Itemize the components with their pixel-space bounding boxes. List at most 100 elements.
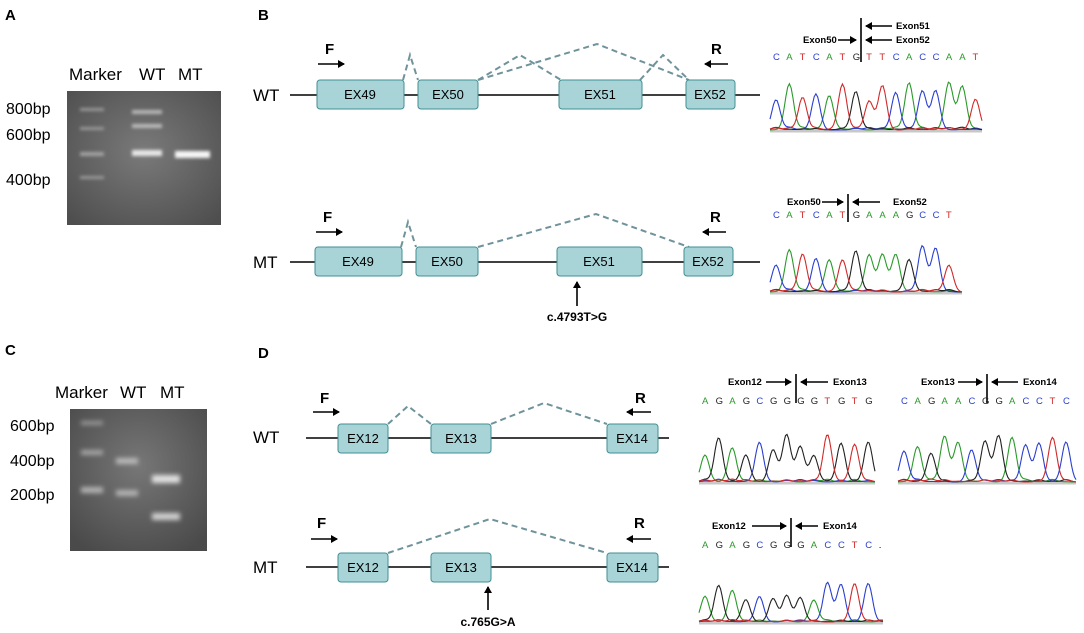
base-call: G (853, 52, 860, 63)
base-call: A (826, 52, 833, 63)
base-call: A (893, 210, 900, 221)
trace-A (698, 589, 884, 623)
exon-label-ex49: EX49 (344, 87, 376, 102)
exon-tag: Exon14 (1023, 377, 1058, 388)
gel-a-bands (80, 108, 210, 179)
exon-box-ex52 (683, 246, 734, 277)
base-call: A (702, 540, 709, 551)
base-call: G (982, 396, 989, 407)
exon-box-ex49 (316, 79, 405, 110)
gel-a-band (175, 151, 210, 158)
mutation-label: c.765G>A (460, 615, 515, 629)
gel-c-band (116, 490, 138, 496)
trace-G (698, 584, 884, 623)
base-call: C (1063, 396, 1070, 407)
base-call: G (853, 210, 860, 221)
base-call: C (933, 210, 940, 221)
gel-c-band (152, 475, 180, 483)
exon-box-ex14 (606, 423, 659, 454)
base-call: G (996, 396, 1003, 407)
base-call: G (716, 540, 723, 551)
base-call: C (1036, 396, 1043, 407)
gel-a-lane-marker: Marker (69, 65, 122, 84)
gel-a-band (80, 108, 104, 111)
base-call: G (811, 396, 818, 407)
exon-box-ex12 (337, 423, 389, 454)
gel-a-marker-400: 400bp (6, 172, 51, 189)
base-call: T (879, 52, 885, 63)
base-call: G (784, 540, 791, 551)
exon-tag: Exon50 (803, 35, 837, 46)
base-call: C (824, 540, 831, 551)
exon-label-ex12: EX12 (347, 431, 379, 446)
base-call: C (893, 52, 900, 63)
gel-c-bands (81, 421, 180, 520)
base-call: T (1050, 396, 1056, 407)
row-label-d-wt: WT (253, 428, 279, 447)
trace-T (698, 434, 876, 483)
exon-box-ex52 (685, 79, 736, 110)
exon-box-ex51 (556, 246, 643, 277)
base-call: G (797, 396, 804, 407)
gel-a-band (132, 150, 162, 156)
exon-label-ex52: EX52 (694, 87, 726, 102)
row-label-b-wt: WT (253, 86, 279, 105)
panel-letter-b: B (258, 7, 269, 24)
base-call: A (959, 52, 966, 63)
exon-label-ex13: EX13 (445, 560, 477, 575)
exon-box-ex13 (430, 423, 492, 454)
primer-f-label: F (317, 515, 326, 532)
exon-box-ex51 (558, 79, 643, 110)
base-call: G (784, 396, 791, 407)
mutation-label: c.4793T>G (547, 310, 607, 324)
gel-a-band (80, 152, 104, 156)
base-call: A (729, 396, 736, 407)
gel-c-marker-600: 600bp (10, 418, 55, 435)
splice-12-13 (387, 404, 432, 425)
base-call: C (813, 52, 820, 63)
trace-C (769, 89, 983, 131)
base-call: C (773, 210, 780, 221)
base-call: C (756, 396, 763, 407)
base-call: C (838, 540, 845, 551)
base-call: G (770, 540, 777, 551)
exon-box-ex13 (430, 552, 492, 583)
exon-box-ex49 (314, 246, 403, 277)
diagram-b-mt: MT F R EX49 EX50 EX51 EX52 c.4793T>G (253, 209, 760, 324)
splice-49-50 (402, 51, 419, 81)
exon-tag: Exon52 (896, 35, 930, 46)
base-call: G (928, 396, 935, 407)
base-call: C (1023, 396, 1030, 407)
base-call: T (824, 396, 830, 407)
base-call: T (866, 52, 872, 63)
splice-51-52 (639, 53, 690, 81)
base-call: A (946, 52, 953, 63)
gel-a-band (132, 124, 162, 128)
base-call: T (946, 210, 952, 221)
trace-A (698, 447, 875, 483)
gel-a-band (80, 127, 104, 130)
gel-c-marker-400: 400bp (10, 453, 55, 470)
base-call: T (800, 210, 806, 221)
trace-T (769, 82, 983, 131)
primer-f-label: F (320, 390, 329, 407)
gel-c-band (81, 450, 103, 455)
primer-r-label: R (634, 515, 645, 532)
exon-tag: Exon52 (893, 197, 927, 208)
base-call: A (915, 396, 922, 407)
base-call: A (729, 540, 736, 551)
gel-c-marker-200: 200bp (10, 487, 55, 504)
trace-G (897, 434, 1077, 483)
gel-a: Marker WT MT 800bp 600bp 400bp (6, 65, 221, 225)
gel-c: Marker WT MT 600bp 400bp 200bp (10, 383, 207, 551)
base-call: G (797, 540, 804, 551)
gel-c-band (81, 421, 103, 425)
base-call: A (866, 210, 873, 221)
splice-50-52-skip (477, 42, 690, 81)
trace-T (897, 436, 1077, 483)
